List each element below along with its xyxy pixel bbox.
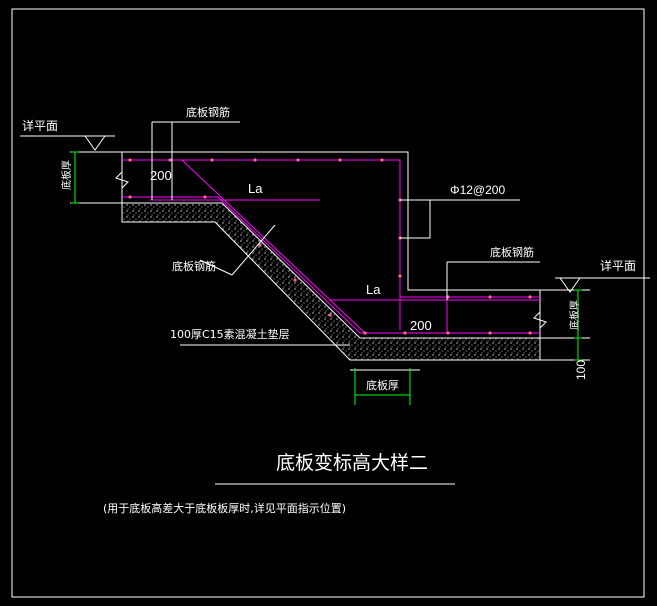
dim-200-left-label: 200: [150, 168, 172, 183]
cushion-label: 100厚C15素混凝土垫层: [170, 327, 290, 341]
dim-100-label: 100: [574, 360, 588, 380]
detail-plan-right-label: 详平面: [600, 258, 636, 273]
drawing-frame: [11, 8, 645, 598]
rebar-dots: [128, 158, 532, 335]
la-left-label: La: [248, 181, 263, 196]
detail-plan-left-label: 详平面: [22, 118, 58, 133]
slab-thk-right-label: 底板厚: [568, 300, 581, 330]
drawing-subtitle: (用于底板高差大于底板板厚时,详见平面指示位置): [103, 501, 346, 515]
slab-thk-bottom-label: 底板厚: [366, 378, 399, 392]
rebar-lines: [122, 159, 540, 334]
rebar-top-label: 底板钢筋: [186, 105, 230, 119]
dimension-lines: [71, 151, 582, 405]
slab-thk-left-label: 底板厚: [60, 160, 73, 190]
drawing-title: 底板变标高大样二: [276, 452, 428, 474]
la-right-label: La: [366, 282, 381, 297]
rebar-right-label: 底板钢筋: [490, 245, 534, 259]
rebar-spec-label: Φ12@200: [450, 183, 505, 197]
rebar-mid-label: 底板钢筋: [172, 259, 216, 273]
dim-200-right-label: 200: [410, 318, 432, 333]
break-marks: [115, 171, 547, 329]
